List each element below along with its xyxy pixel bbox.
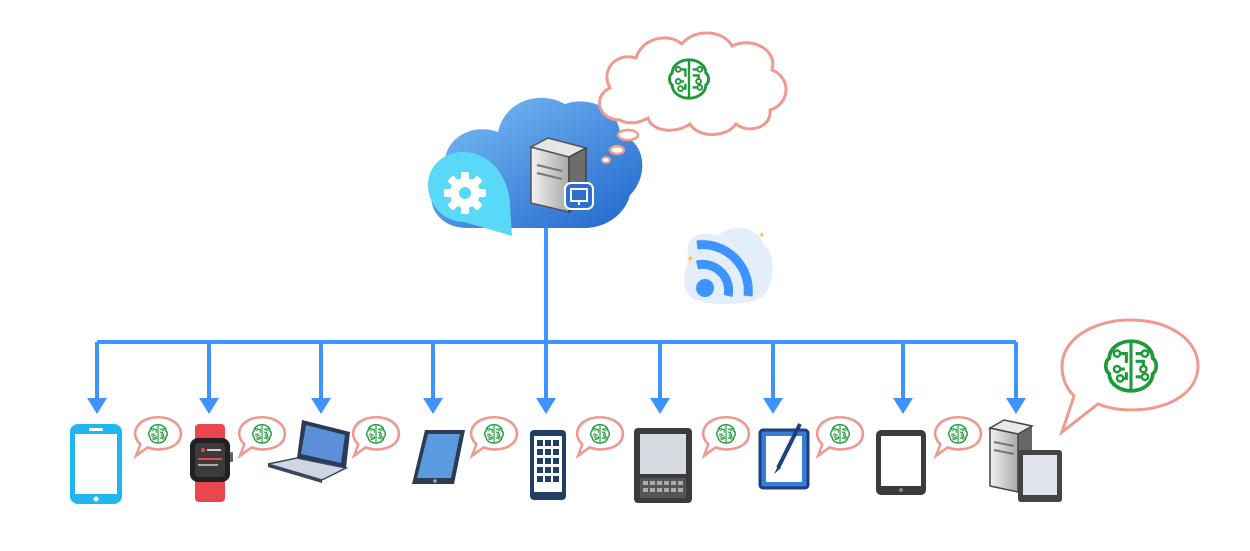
connector-lines: [97, 225, 1016, 344]
smartwatch-icon: [190, 424, 233, 502]
svg-text:✦: ✦: [758, 231, 766, 241]
laptop-icon: [267, 420, 350, 483]
arrow-head-pda: [650, 398, 670, 414]
arrow-head-drawing-tablet: [763, 398, 783, 414]
device-arrows: [87, 342, 1026, 414]
arrow-head-laptop: [311, 398, 331, 414]
wifi-signal-icon: ✦ ✦: [684, 227, 773, 304]
pda-icon: [634, 428, 692, 503]
brain-bubble: [577, 417, 623, 455]
brain-bubble: [353, 417, 399, 455]
tablet-icon: [876, 430, 926, 495]
drawing-tablet-icon: [758, 423, 810, 490]
large-thought-bubble: [1059, 318, 1200, 437]
server-icon: [528, 137, 594, 214]
gear-bubble: [428, 152, 512, 236]
gear-icon: [444, 172, 486, 214]
brain-bubble: [471, 417, 517, 455]
arrow-head-smartphone: [87, 398, 107, 414]
brain-bubble: [703, 417, 749, 455]
arrow-head-phone-apps: [536, 398, 556, 414]
brain-bubble: [817, 417, 863, 455]
brain-bubble: [135, 417, 181, 455]
arrow-head-desktop-tower: [1006, 398, 1026, 414]
brain-bubble: [935, 417, 981, 455]
arrow-head-tablet: [893, 398, 913, 414]
thought-bubble: [598, 31, 788, 164]
cloud-icon: [428, 97, 643, 236]
smartphone-icon: [70, 424, 122, 504]
desktop-tower-icon: [987, 419, 1062, 502]
phone-apps-icon: [530, 430, 566, 500]
brain-bubble: [239, 417, 285, 455]
svg-text:✦: ✦: [686, 254, 694, 265]
arrow-head-tablet-angled: [423, 398, 443, 414]
arrow-head-smartwatch: [199, 398, 219, 414]
tablet-icon: [412, 430, 465, 484]
